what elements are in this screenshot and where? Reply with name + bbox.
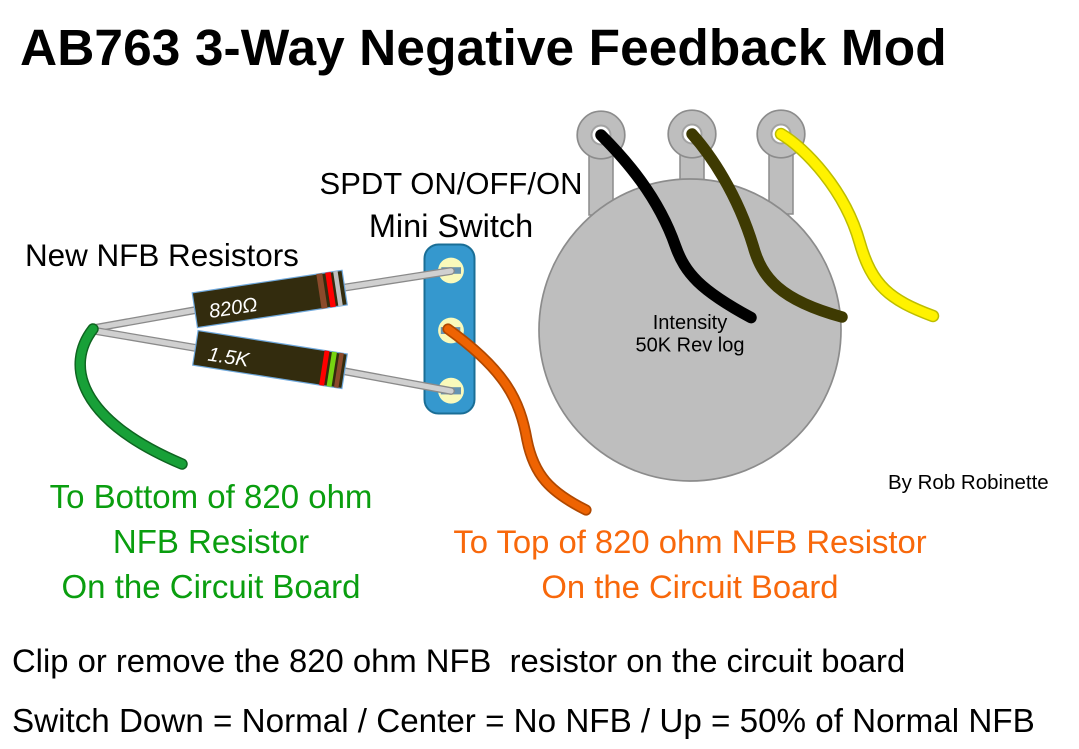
svg-text:SPDT ON/OFF/ON: SPDT ON/OFF/ON bbox=[320, 166, 583, 201]
svg-text:On the Circuit Board: On the Circuit Board bbox=[62, 568, 361, 605]
svg-text:To Top of 820 ohm NFB Resistor: To Top of 820 ohm NFB Resistor bbox=[453, 523, 926, 560]
svg-text:AB763 3-Way Negative Feedback: AB763 3-Way Negative Feedback Mod bbox=[20, 18, 947, 76]
svg-text:Switch Down = Normal / Center: Switch Down = Normal / Center = No NFB /… bbox=[12, 703, 1035, 740]
svg-text:Intensity: Intensity bbox=[653, 312, 727, 334]
svg-text:On the Circuit Board: On the Circuit Board bbox=[541, 568, 838, 605]
svg-text:To Bottom of 820 ohm: To Bottom of 820 ohm bbox=[50, 478, 373, 515]
svg-text:New NFB Resistors: New NFB Resistors bbox=[25, 238, 299, 273]
svg-text:50K Rev log: 50K Rev log bbox=[636, 335, 745, 357]
svg-text:By Rob Robinette: By Rob Robinette bbox=[888, 471, 1049, 494]
svg-text:Mini Switch: Mini Switch bbox=[369, 208, 533, 244]
svg-text:Clip or remove the 820 ohm NFB: Clip or remove the 820 ohm NFB resistor … bbox=[12, 642, 905, 679]
svg-text:NFB Resistor: NFB Resistor bbox=[113, 523, 309, 560]
